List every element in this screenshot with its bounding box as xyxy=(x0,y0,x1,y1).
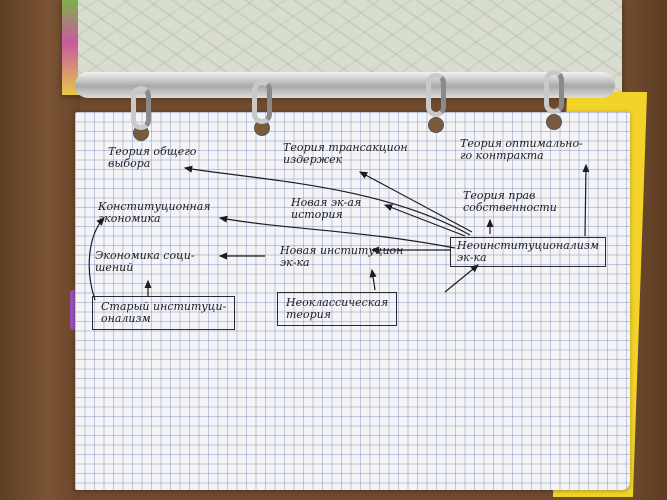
arrow-to-transaction-costs xyxy=(358,171,473,233)
ring-mechanism xyxy=(75,72,615,98)
box-neoclassical: Неоклассическая теория xyxy=(277,292,398,326)
box-neoinstitutionalism: Неоинституционализм эк-ка xyxy=(450,237,606,267)
punch-hole xyxy=(546,114,562,130)
binder-ring xyxy=(544,70,564,114)
arrow-to-constitutional xyxy=(218,215,456,249)
binder-ring xyxy=(131,86,151,130)
note-transaction-costs: Теория трансакцион издержек xyxy=(283,141,408,166)
arrow-old-to-constitutional xyxy=(88,217,105,301)
box-old-institutionalism: Старый институци- онализм xyxy=(92,296,236,330)
arrow-to-optimal-contract xyxy=(582,163,590,237)
note-economics-social: Экономика соци- шений xyxy=(95,249,195,274)
note-property-rights: Теория прав собственности xyxy=(463,189,557,214)
punch-hole xyxy=(428,117,444,133)
binder-edge xyxy=(62,0,78,95)
arrow-neoclassical-to-new-inst xyxy=(369,268,377,291)
note-constitutional-economics: Конституционная экономика xyxy=(98,200,211,225)
binder-ring xyxy=(252,80,272,124)
arrow-to-public-choice xyxy=(183,165,471,236)
note-public-choice: Теория общего выбора xyxy=(108,145,197,170)
grid-paper-sheet xyxy=(75,112,630,490)
arrow-to-new-ec-history xyxy=(383,204,466,237)
arrow-neoclassical-to-neoinst xyxy=(444,264,479,293)
binder-ring xyxy=(426,73,446,117)
note-new-institutional: Новая институцион эк-ка xyxy=(280,244,404,269)
note-new-economic-history: Новая эк-ая история xyxy=(291,196,362,221)
note-optimal-contract: Теория оптимально- го контракта xyxy=(460,137,583,162)
